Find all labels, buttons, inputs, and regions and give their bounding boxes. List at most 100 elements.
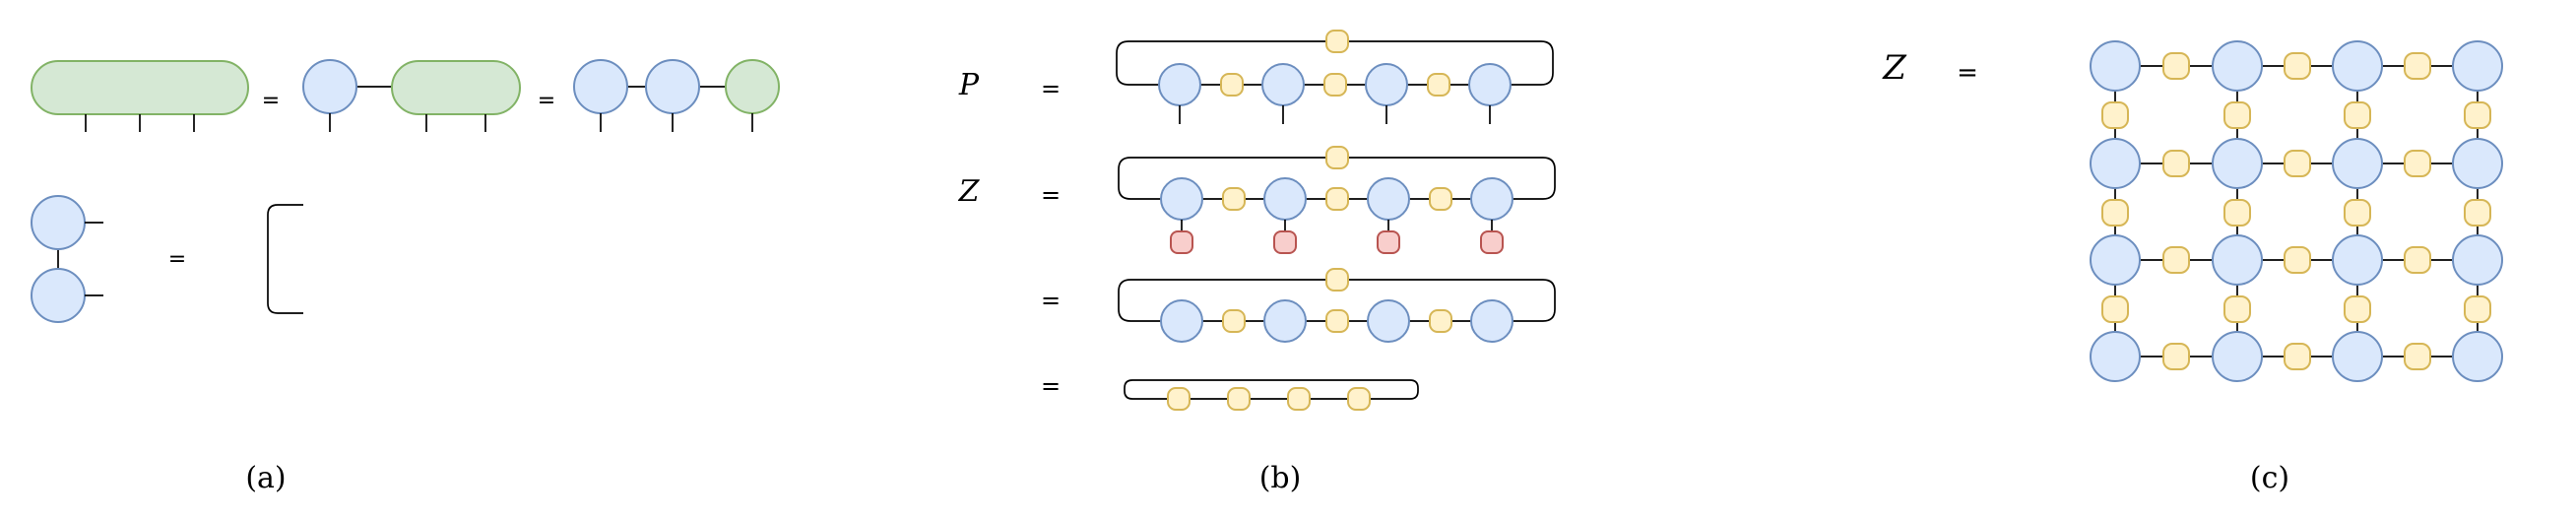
merged-tensor-block bbox=[391, 60, 521, 115]
site-node bbox=[2090, 331, 2141, 382]
bond-node bbox=[2404, 343, 2431, 370]
bond-node bbox=[2284, 52, 2311, 80]
caption-b: (b) bbox=[1259, 461, 1302, 495]
bracket bbox=[267, 204, 303, 314]
bond-node bbox=[1427, 73, 1450, 97]
bond-node bbox=[1167, 387, 1191, 411]
equals-sign: = bbox=[1041, 181, 1061, 209]
bond-node bbox=[2344, 199, 2371, 227]
ring-diagram-contracted bbox=[1118, 268, 1556, 343]
site-node bbox=[2090, 234, 2141, 286]
bond-node bbox=[2344, 295, 2371, 323]
site-node bbox=[1158, 63, 1201, 106]
merged-site-node bbox=[725, 59, 780, 114]
site-node bbox=[1367, 177, 1410, 221]
merged-tensor-block bbox=[31, 60, 249, 115]
equals-sign: = bbox=[1041, 287, 1061, 314]
ring-diagram-z bbox=[1118, 146, 1556, 254]
site-node bbox=[573, 59, 628, 114]
bond-node bbox=[1222, 309, 1246, 333]
site-node bbox=[2452, 331, 2503, 382]
site-node bbox=[1261, 63, 1305, 106]
panel-c: Z = bbox=[1882, 40, 2503, 495]
site-node bbox=[2452, 40, 2503, 92]
bond-node bbox=[2284, 246, 2311, 274]
site-node bbox=[1365, 63, 1408, 106]
projection-node bbox=[1377, 230, 1400, 254]
panel-b: P = Z = = = bbox=[958, 30, 1556, 495]
bond-node bbox=[1347, 387, 1371, 411]
site-node bbox=[31, 195, 86, 250]
projection-node bbox=[1273, 230, 1297, 254]
bond-node bbox=[1325, 146, 1349, 169]
site-node bbox=[1367, 299, 1410, 343]
site-node bbox=[2090, 138, 2141, 189]
projection-node bbox=[1480, 230, 1504, 254]
bond-node bbox=[2162, 246, 2190, 274]
bond-node bbox=[1227, 387, 1251, 411]
equals-sign: = bbox=[1041, 75, 1061, 102]
bond-node bbox=[2223, 101, 2251, 129]
site-node bbox=[1160, 177, 1203, 221]
label-z: Z bbox=[958, 174, 981, 209]
equals-sign: = bbox=[262, 89, 280, 113]
site-node bbox=[2332, 40, 2383, 92]
bond-node bbox=[2223, 199, 2251, 227]
site-node bbox=[1263, 299, 1307, 343]
bond-node bbox=[2101, 101, 2129, 129]
equals-sign: = bbox=[1041, 372, 1061, 400]
bond-node bbox=[2464, 295, 2491, 323]
bond-node bbox=[1325, 309, 1349, 333]
bond-node bbox=[2344, 101, 2371, 129]
bond-node bbox=[2101, 199, 2129, 227]
bond-node bbox=[1429, 187, 1452, 211]
site-node bbox=[2332, 234, 2383, 286]
bond-node bbox=[2284, 343, 2311, 370]
equals-sign: = bbox=[1957, 58, 1978, 88]
bond-node bbox=[1220, 73, 1244, 97]
site-node bbox=[2452, 138, 2503, 189]
site-node bbox=[1468, 63, 1512, 106]
site-node bbox=[1470, 299, 1513, 343]
site-node bbox=[31, 268, 86, 323]
bond-node bbox=[1287, 387, 1311, 411]
caption-c: (c) bbox=[2250, 461, 2289, 495]
label-p: P bbox=[958, 68, 980, 102]
bond-node bbox=[2223, 295, 2251, 323]
site-node bbox=[2212, 40, 2263, 92]
bond-node bbox=[2404, 52, 2431, 80]
bond-node bbox=[1323, 73, 1347, 97]
ring-diagram-bonds bbox=[1124, 379, 1419, 411]
site-node bbox=[2212, 331, 2263, 382]
bond-node bbox=[2162, 150, 2190, 177]
bond-node bbox=[1325, 268, 1349, 292]
periodic-loop bbox=[1124, 379, 1419, 400]
projection-node bbox=[1170, 230, 1193, 254]
site-node bbox=[302, 59, 357, 114]
bond-node bbox=[1325, 30, 1349, 53]
bond-node bbox=[2162, 343, 2190, 370]
bond-node bbox=[2404, 150, 2431, 177]
lattice-grid bbox=[2090, 40, 2503, 382]
site-node bbox=[2212, 234, 2263, 286]
bond-node bbox=[2101, 295, 2129, 323]
ring-diagram-p bbox=[1116, 30, 1554, 124]
panel-a: = = = (a) bbox=[31, 59, 780, 495]
site-node bbox=[2452, 234, 2503, 286]
bond-node bbox=[2464, 101, 2491, 129]
site-node bbox=[1470, 177, 1513, 221]
bond-node bbox=[2404, 246, 2431, 274]
bond-node bbox=[1222, 187, 1246, 211]
bond-node bbox=[2284, 150, 2311, 177]
equals-sign: = bbox=[168, 247, 186, 272]
label-z: Z bbox=[1882, 48, 1907, 88]
equals-sign: = bbox=[538, 89, 555, 113]
caption-a: (a) bbox=[245, 461, 286, 495]
site-node bbox=[1263, 177, 1307, 221]
site-node bbox=[2332, 331, 2383, 382]
site-node bbox=[645, 59, 700, 114]
site-node bbox=[1160, 299, 1203, 343]
site-node bbox=[2332, 138, 2383, 189]
site-node bbox=[2090, 40, 2141, 92]
